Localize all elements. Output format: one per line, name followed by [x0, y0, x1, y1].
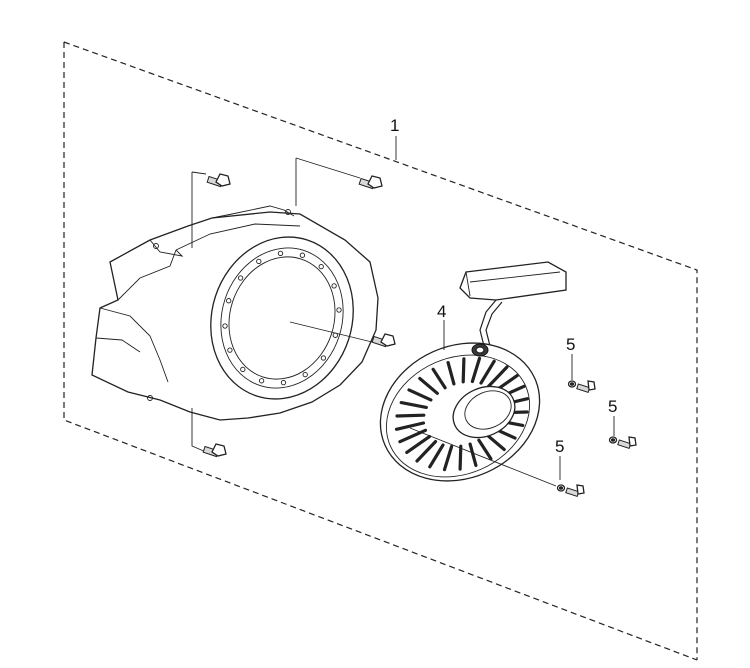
vent-rib — [431, 367, 447, 390]
ring-hole — [226, 298, 232, 304]
shroud-ring-holes — [222, 250, 342, 386]
callout-5-upper: 5 — [566, 335, 575, 354]
ring-hole — [222, 323, 228, 329]
vent-rib — [428, 443, 445, 469]
vent-rib — [395, 413, 426, 418]
vent-rib — [418, 376, 439, 395]
vent-rib — [468, 442, 478, 467]
bolt-with-washer — [608, 436, 637, 450]
callout-4: 4 — [437, 302, 446, 321]
ring-hole — [240, 366, 246, 373]
vent-rib — [442, 444, 454, 472]
shroud-bolt-leaders — [191, 157, 373, 453]
starter-bolt-leaders — [409, 320, 615, 487]
ring-hole — [227, 347, 233, 353]
flange-bolt — [358, 175, 383, 190]
callout-5-right: 5 — [608, 397, 617, 416]
ring-hole — [336, 307, 342, 313]
vent-rib — [470, 356, 482, 384]
ring-hole — [302, 371, 308, 378]
bolt-with-washer — [567, 380, 596, 394]
vent-rib — [446, 361, 456, 386]
ring-hole — [320, 355, 327, 361]
flange-bolt — [202, 443, 227, 458]
assembly-boundary — [63, 41, 698, 661]
vent-rib — [394, 421, 426, 431]
bolt-with-washer — [556, 484, 585, 498]
vent-rib — [399, 401, 428, 409]
ring-hole — [237, 275, 244, 281]
vent-rib — [461, 357, 466, 384]
ring-hole — [277, 250, 284, 257]
fan-shroud — [91, 205, 379, 421]
callout-5-lower: 5 — [555, 437, 564, 456]
vent-rib — [486, 365, 509, 388]
vent-rib — [477, 438, 493, 461]
ring-hole — [280, 379, 287, 386]
recoil-starter — [379, 261, 567, 482]
flange-bolt — [206, 173, 231, 188]
vent-rib — [485, 433, 506, 452]
vent-rib — [479, 359, 496, 385]
flange-bolt — [371, 333, 396, 348]
ring-hole — [331, 283, 337, 289]
ring-hole — [258, 378, 265, 384]
vent-rib — [407, 388, 433, 402]
vent-rib — [405, 435, 432, 454]
callout-1: 1 — [390, 116, 399, 135]
starter-grip-handle — [459, 261, 567, 301]
vent-rib — [415, 440, 438, 463]
ring-hole — [299, 252, 306, 258]
vent-rib — [458, 444, 463, 471]
ring-hole — [256, 258, 262, 265]
ring-hole — [318, 263, 324, 270]
